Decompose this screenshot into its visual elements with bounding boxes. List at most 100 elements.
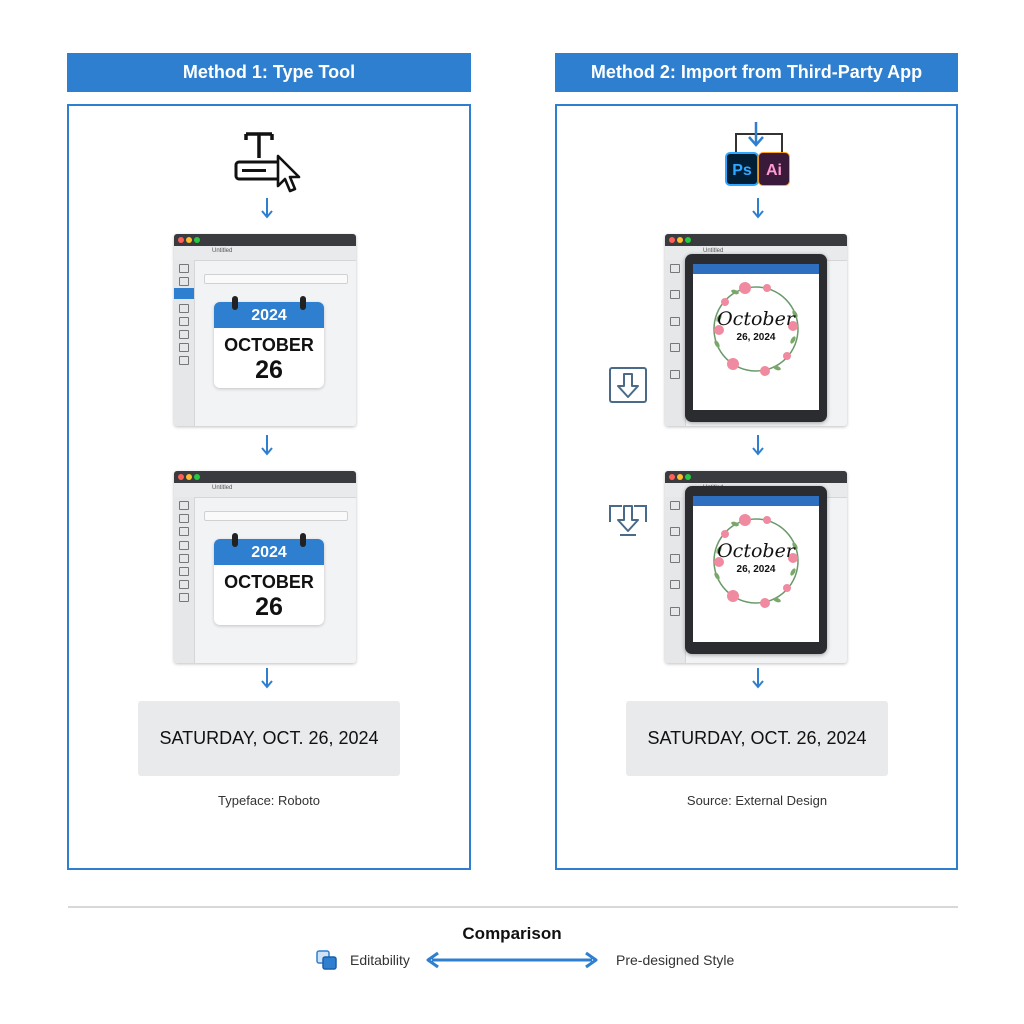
tool-sidebar	[174, 497, 195, 663]
calendar-ring	[232, 296, 238, 310]
tablet-device: October 26, 2024	[685, 254, 827, 422]
calendar-month: OCTOBER	[224, 335, 314, 355]
close-dot[interactable]	[669, 237, 675, 243]
design-script: October	[717, 540, 795, 562]
flow-arrow-icon	[752, 198, 764, 219]
maximize-dot[interactable]	[685, 237, 691, 243]
tool-icon[interactable]	[179, 356, 189, 365]
tool-icon[interactable]	[670, 607, 680, 616]
calendar-ring	[300, 296, 306, 310]
close-dot[interactable]	[669, 474, 675, 480]
tool-icon[interactable]	[179, 593, 189, 602]
import-icon[interactable]	[608, 366, 648, 404]
calendar-month: OCTOBER	[224, 572, 314, 592]
comparison-title: Comparison	[462, 924, 562, 943]
tool-icon[interactable]	[179, 317, 189, 326]
tool-icon[interactable]	[670, 317, 680, 326]
result-text: SATURDAY, OCT. 26, 2024	[626, 701, 888, 776]
minimize-dot[interactable]	[186, 474, 192, 480]
toolbar-title: Untitled	[703, 248, 724, 254]
result-text: SATURDAY, OCT. 26, 2024	[138, 701, 400, 776]
calendar-graphic: 2024 OCTOBER 26	[214, 533, 324, 625]
close-dot[interactable]	[178, 474, 184, 480]
tool-icon[interactable]	[179, 580, 189, 589]
window-titlebar	[174, 234, 356, 246]
divider	[68, 906, 958, 908]
close-dot[interactable]	[178, 237, 184, 243]
import-icon[interactable]	[608, 502, 648, 538]
tool-icon[interactable]	[179, 567, 189, 576]
tool-sidebar	[665, 260, 686, 426]
layers-edit-icon	[316, 950, 337, 970]
window-titlebar	[174, 471, 356, 483]
search-input[interactable]	[204, 511, 348, 521]
method1-title: Method 1: Type Tool	[67, 53, 471, 92]
tool-icon[interactable]	[670, 501, 680, 510]
toolbar-title: Untitled	[212, 248, 233, 254]
calendar-ring	[232, 533, 238, 547]
tool-icon[interactable]	[670, 370, 680, 379]
floral-wreath-icon	[713, 514, 799, 608]
tool-icon[interactable]	[179, 514, 189, 523]
method2-caption: Source: External Design	[686, 793, 828, 808]
calendar-graphic: 2024 OCTOBER 26	[214, 296, 324, 388]
tablet-appbar	[693, 496, 819, 506]
tool-sidebar	[174, 260, 195, 426]
calendar-ring	[300, 533, 306, 547]
tool-icon[interactable]	[670, 264, 680, 273]
tablet-appbar	[693, 264, 819, 274]
tablet-device: October 26, 2024	[685, 486, 827, 654]
app-window: Untitled 2024 OCTOBER 26	[174, 471, 356, 663]
maximize-dot[interactable]	[194, 237, 200, 243]
app-window: Untitled 2024 OCTOBER 26	[174, 234, 356, 426]
tool-icon[interactable]	[670, 554, 680, 563]
floral-wreath-icon	[713, 282, 799, 376]
illustrator-icon: Ai	[766, 162, 782, 179]
calendar-year: 2024	[214, 539, 324, 565]
tool-icon[interactable]	[670, 290, 680, 299]
flow-arrow-icon	[261, 668, 273, 689]
calendar-day: 26	[255, 356, 283, 384]
tool-icon[interactable]	[179, 343, 189, 352]
minimize-dot[interactable]	[677, 237, 683, 243]
method2-title: Method 2: Import from Third-Party App	[555, 53, 958, 92]
tool-icon[interactable]	[670, 527, 680, 536]
tool-icon[interactable]	[179, 304, 189, 313]
maximize-dot[interactable]	[685, 474, 691, 480]
flow-arrow-icon	[261, 435, 273, 456]
tool-icon[interactable]	[179, 264, 189, 273]
search-input[interactable]	[204, 274, 348, 284]
design-date: 26, 2024	[736, 564, 776, 575]
flow-arrow-icon	[752, 668, 764, 689]
tablet-screen: October 26, 2024	[693, 496, 819, 642]
window-toolbar: Untitled	[174, 246, 356, 261]
tool-icon[interactable]	[179, 527, 189, 536]
window-toolbar: Untitled	[174, 483, 356, 498]
window-titlebar	[665, 234, 847, 246]
tool-icon[interactable]	[670, 580, 680, 589]
toolbar-title: Untitled	[212, 485, 233, 491]
tool-icon[interactable]	[179, 330, 189, 339]
tablet-screen: October 26, 2024	[693, 264, 819, 410]
minimize-dot[interactable]	[677, 474, 683, 480]
design-date: 26, 2024	[736, 332, 776, 343]
maximize-dot[interactable]	[194, 474, 200, 480]
tool-icon[interactable]	[179, 277, 189, 286]
tool-icon[interactable]	[179, 554, 189, 563]
minimize-dot[interactable]	[186, 237, 192, 243]
tool-icon[interactable]	[179, 541, 189, 550]
tool-sidebar	[665, 497, 686, 663]
tool-icon[interactable]	[179, 501, 189, 510]
tool-icon[interactable]	[670, 343, 680, 352]
active-tool[interactable]	[174, 288, 194, 299]
flow-arrow-icon	[261, 198, 273, 219]
method1-caption: Typeface: Roboto	[218, 793, 320, 808]
window-titlebar	[665, 471, 847, 483]
type-tool-icon	[234, 132, 301, 193]
calendar-day: 26	[255, 593, 283, 621]
flow-arrow-icon	[752, 435, 764, 456]
double-arrow-icon	[426, 951, 598, 969]
editability-label: Editability	[350, 952, 410, 968]
photoshop-icon: Ps	[732, 162, 752, 179]
design-script: October	[717, 308, 795, 330]
